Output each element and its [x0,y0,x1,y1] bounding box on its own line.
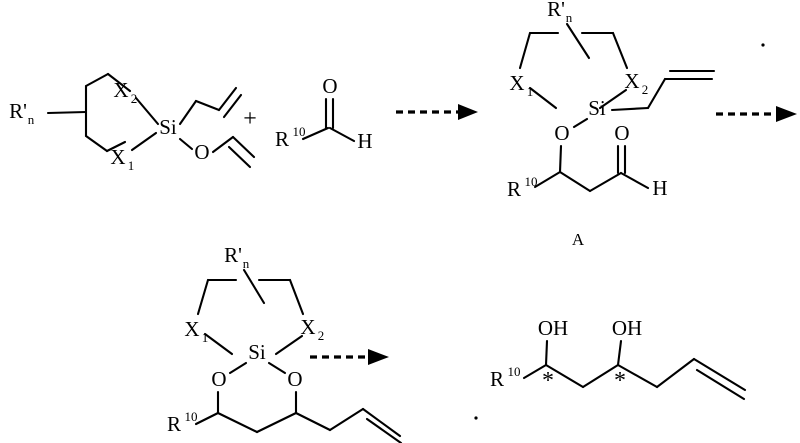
silane-label-x1: X 1 [110,145,134,173]
siloxane-label-x2: X 2 [300,315,324,343]
structure-cyclic-siloxane: R' n X 1 X 2 Si O O [167,243,403,443]
intermediate-r-prime-text: R' [547,0,565,21]
intermediate-x1-subscript: 1 [527,84,534,99]
silane-r-prime-text: R' [9,99,27,123]
aldehyde-h-text: H [357,129,372,153]
silane-ring-bonds [46,72,160,153]
siloxane-o-right-text: O [287,367,302,391]
dashed-reaction-arrow-3 [310,349,389,365]
intermediate-h-text: H [652,176,667,200]
intermediate-caption-a: A [572,230,585,249]
product-r10-text: R [490,367,504,391]
product-stereocenter-2: * [614,368,626,394]
siloxane-x2-text: X [300,315,315,339]
siloxane-ring-bonds [196,268,305,356]
intermediate-o-carbonyl-text: O [614,121,629,145]
intermediate-ring-bonds [518,22,629,110]
structure-intermediate-a: R' n X 1 X 2 [507,0,716,249]
silane-vinyloxy-group: O [178,135,256,169]
product-oh-right-text: OH [612,316,642,340]
product-oh-left-text: OH [538,316,568,340]
silane-label-r-prime-n: R' n [9,99,35,127]
silane-r-prime-subscript: n [28,112,35,127]
siloxane-x1-text: X [184,317,199,341]
intermediate-r10-superscript: 10 [525,174,538,189]
aldehyde-r10-superscript: 10 [293,124,306,139]
siloxane-label-r10: R 10 [167,409,198,436]
intermediate-label-x2: X 2 [624,69,648,97]
product-stereocenter-1: * [542,368,554,394]
silane-x1-subscript: 1 [128,158,135,173]
structure-reactant-silane: R' n X 2 X 1 Si O [9,72,256,173]
dashed-reaction-arrow-2 [716,106,797,122]
aldehyde-label-r10: R 10 [275,124,306,151]
siloxane-x1-subscript: 1 [202,330,209,345]
intermediate-backbone: O [533,121,650,193]
siloxane-r-prime-text: R' [224,243,242,267]
artifact-speck-bottom [474,416,478,420]
silane-x2-subscript: 2 [131,91,138,106]
siloxane-label-r-prime-n: R' n [224,243,250,271]
product-r10-superscript: 10 [508,364,521,379]
siloxane-si-text: Si [248,340,266,364]
siloxane-r10-text: R [167,412,181,436]
siloxane-r-prime-subscript: n [243,256,250,271]
siloxane-allyl-group [294,407,403,443]
aldehyde-r10-text: R [275,127,289,151]
intermediate-label-r10: R 10 [507,174,538,201]
dashed-reaction-arrow-1 [396,104,478,120]
silane-label-x2: X 2 [113,78,137,106]
intermediate-label-r-prime-n: R' n [547,0,573,25]
silane-x1-text: X [110,145,125,169]
intermediate-silyloxy: O [554,117,589,174]
intermediate-allyl-group [610,69,716,112]
siloxane-label-x1: X 1 [184,317,208,345]
siloxane-r10-superscript: 10 [185,409,198,424]
structure-product-diol: OH OH R 10 * * [490,316,747,401]
intermediate-x2-text: X [624,69,639,93]
plus-operator: + [243,106,257,132]
artifact-speck-top [761,43,765,47]
siloxane-o-left-text: O [211,367,226,391]
siloxane-x2-subscript: 2 [318,328,325,343]
silane-si-text: Si [159,115,177,139]
intermediate-x1-text: X [509,71,524,95]
intermediate-r10-text: R [507,177,521,201]
silane-o-text: O [194,140,209,164]
product-label-r10: R 10 [490,364,521,391]
intermediate-r-prime-subscript: n [566,10,573,25]
silane-allyl-group [178,86,243,126]
intermediate-si-text: Si [588,96,606,120]
intermediate-x2-subscript: 2 [642,82,649,97]
silane-x2-text: X [113,78,128,102]
structure-reactant-aldehyde: O R 10 H [275,74,373,153]
intermediate-label-x1: X 1 [509,71,533,99]
intermediate-o-silyl-text: O [554,121,569,145]
aldehyde-o-text: O [322,74,337,98]
